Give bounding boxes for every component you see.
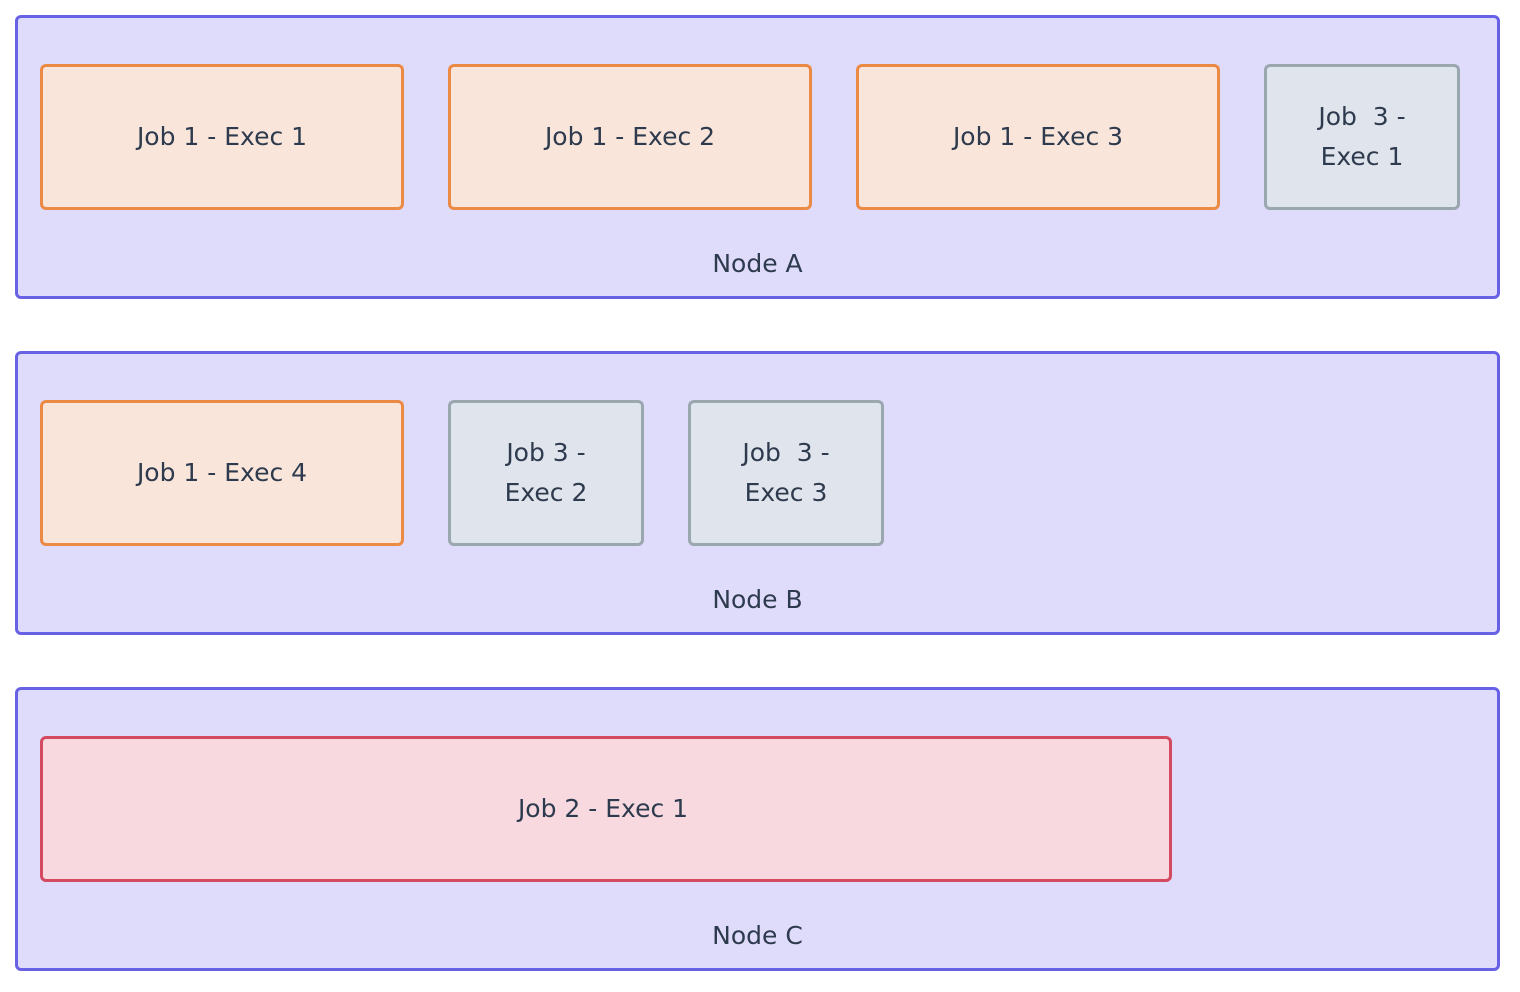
job1-exec4-box: Job 1 - Exec 4 bbox=[40, 400, 404, 546]
job3-exec3-box: Job 3 - Exec 3 bbox=[688, 400, 884, 546]
job1-exec3-box: Job 1 - Exec 3 bbox=[856, 64, 1220, 210]
executor-label: Job 3 - Exec 3 bbox=[742, 438, 830, 507]
node-b-container: Job 1 - Exec 4 Job 3 - Exec 2 Job 3 - Ex… bbox=[15, 351, 1500, 635]
node-b-label: Node B bbox=[712, 585, 803, 614]
node-a-label: Node A bbox=[712, 249, 803, 278]
node-a-container: Job 1 - Exec 1 Job 1 - Exec 2 Job 1 - Ex… bbox=[15, 15, 1500, 299]
node-c-container: Job 2 - Exec 1 Node C bbox=[15, 687, 1500, 971]
executor-label: Job 1 - Exec 2 bbox=[544, 122, 716, 151]
executor-label: Job 2 - Exec 1 bbox=[517, 794, 689, 823]
executor-label: Job 1 - Exec 1 bbox=[136, 122, 308, 151]
executor-label: Job 3 - Exec 2 bbox=[504, 438, 588, 507]
job1-exec2-box: Job 1 - Exec 2 bbox=[448, 64, 812, 210]
executor-label: Job 1 - Exec 3 bbox=[952, 122, 1124, 151]
job2-exec1-box: Job 2 - Exec 1 bbox=[40, 736, 1172, 882]
job1-exec1-box: Job 1 - Exec 1 bbox=[40, 64, 404, 210]
executor-label: Job 1 - Exec 4 bbox=[136, 458, 308, 487]
node-c-label: Node C bbox=[712, 921, 803, 950]
executor-label: Job 3 - Exec 1 bbox=[1318, 102, 1406, 171]
job3-exec2-box: Job 3 - Exec 2 bbox=[448, 400, 644, 546]
job3-exec1-box: Job 3 - Exec 1 bbox=[1264, 64, 1460, 210]
